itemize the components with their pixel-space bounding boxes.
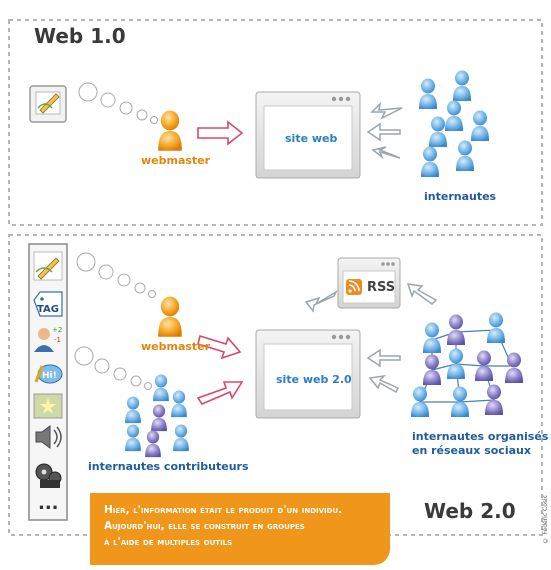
site-web-window: [255, 91, 361, 179]
svg-text:+2: +2: [52, 326, 62, 334]
web1-frame: [8, 19, 543, 226]
web1-title: Web 1.0: [26, 24, 134, 48]
speaker-icon: [35, 425, 62, 449]
thought-bubbles: [74, 252, 156, 390]
site-web-label: site web: [285, 132, 338, 145]
pencil-drawing-icon: [29, 85, 67, 123]
webmaster-person: [158, 110, 182, 151]
webmaster-label-web2: webmaster: [141, 340, 211, 353]
contributeurs-group: [125, 374, 189, 458]
banner-line-2: Aujourd'hui, elle se construit en groupe…: [104, 520, 305, 532]
social-label-line1: internautes organisés: [412, 430, 549, 443]
svg-text:-1: -1: [54, 336, 61, 344]
chat-text: Hi!: [42, 371, 57, 381]
site-web-2-window: [255, 329, 361, 419]
person-rating-icon: +2 -1: [34, 326, 62, 352]
contributeurs-label: internautes contributeurs: [88, 460, 249, 473]
ellipsis-icon: ...: [38, 493, 59, 514]
arrows-internautes-to-site: [366, 101, 403, 160]
social-network-group: [411, 312, 523, 417]
banner-line-1: Hier, l'information était le produit d'u…: [104, 504, 343, 516]
summary-banner: Hier, l'information était le produit d'u…: [90, 493, 390, 565]
credit-text: © Fédéric Cosic: [542, 495, 549, 544]
webmaster-person: [158, 296, 182, 337]
pencil-drawing-icon: [33, 251, 63, 281]
chat-bubble-icon: Hi!: [34, 364, 63, 384]
rss-label: RSS: [367, 280, 396, 295]
arrow-webmaster-to-site: [197, 120, 244, 146]
internautes-group: [419, 70, 489, 177]
rss-window: [337, 257, 401, 309]
grey-arrows: [304, 283, 438, 394]
social-label-line2: en réseaux sociaux: [412, 444, 531, 457]
arrow-contributeurs-to-site: [196, 381, 244, 405]
rss-icon: [346, 279, 362, 295]
banner-line-3: à l'aide de multiples outils: [104, 536, 233, 548]
webmaster-label-web1: webmaster: [141, 154, 211, 167]
internautes-label: internautes: [424, 190, 497, 203]
photo-icon: [33, 393, 63, 419]
site-web-2-label: site web 2.0: [276, 373, 352, 386]
tag-text: TAG: [37, 304, 59, 315]
film-reel-icon: [35, 463, 62, 488]
thought-bubbles: [78, 82, 158, 124]
arrow-webmaster-to-site: [197, 334, 242, 360]
tag-icon: TAG: [33, 291, 63, 317]
web2-title: Web 2.0: [416, 499, 524, 523]
